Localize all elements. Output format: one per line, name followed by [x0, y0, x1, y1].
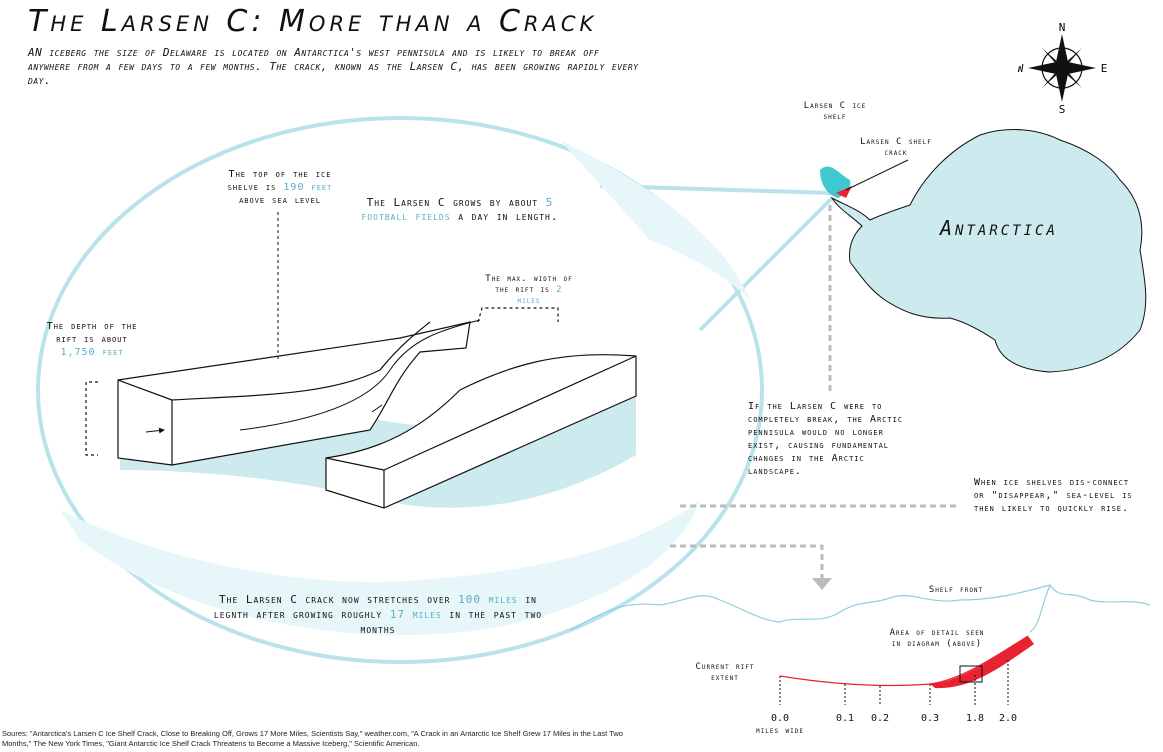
shelf-label: Larsen C ice shelf [803, 101, 867, 122]
upper-ice-shading [560, 140, 750, 300]
detail-box [959, 665, 983, 683]
depth-note: The depth of the rift is about 1,750 fee… [46, 321, 138, 358]
stretch-note: The Larsen C crack now stretches over 10… [213, 593, 543, 636]
compass-icon: N S E W [1018, 22, 1108, 114]
antarctica-map [830, 129, 1147, 373]
area-detail-label: Area of detail seen in diagram (above) [889, 628, 985, 649]
rift-wide-section [930, 636, 1034, 689]
tick-label: 0.3 [920, 713, 940, 724]
magnifier-ellipse [36, 116, 764, 664]
compass-s: S [1059, 103, 1066, 114]
sea-level-note: When ice shelves dis-connect or "disappe… [974, 477, 1133, 514]
page-title: The Larsen C: More than a Crack [28, 4, 598, 39]
ice-block-left [117, 321, 471, 466]
tick-label: 0.1 [835, 713, 855, 724]
connector-line-bottom [698, 196, 834, 332]
break-note: If the Larsen C were to completely break… [748, 401, 904, 477]
tick-label: 0.0 [770, 713, 790, 724]
antarctica-label: Antarctica [940, 216, 1058, 240]
crack-label: Larsen C shelf crack [860, 137, 932, 158]
units-label: miles wide [756, 726, 804, 736]
shelf-front-line [569, 584, 1151, 631]
compass-w: W [1018, 62, 1024, 75]
subtitle: AN iceberg the size of Delaware is locat… [28, 46, 639, 87]
crack-leader [845, 159, 909, 191]
compass-e: E [1101, 62, 1108, 75]
lower-ice-shading [60, 500, 700, 636]
tick-label: 1.8 [965, 713, 985, 724]
width-note: The max. width of the rift is 2 miles [485, 274, 573, 306]
tick-label: 2.0 [998, 713, 1018, 724]
ice-block-right [325, 354, 637, 509]
sources: Soures: "Antarctica's Larsen C Ice Shelf… [2, 729, 623, 748]
tick-label: 0.2 [870, 713, 890, 724]
current-rift-label: Current rift extent [695, 662, 755, 683]
growth-note: The Larsen C grows by about 5 football f… [361, 196, 559, 223]
top-of-ice-note: The top of the ice shelve is 190 feet ab… [227, 169, 333, 206]
compass-n: N [1059, 22, 1066, 34]
shelf-front-label: Shelf front [928, 585, 984, 595]
